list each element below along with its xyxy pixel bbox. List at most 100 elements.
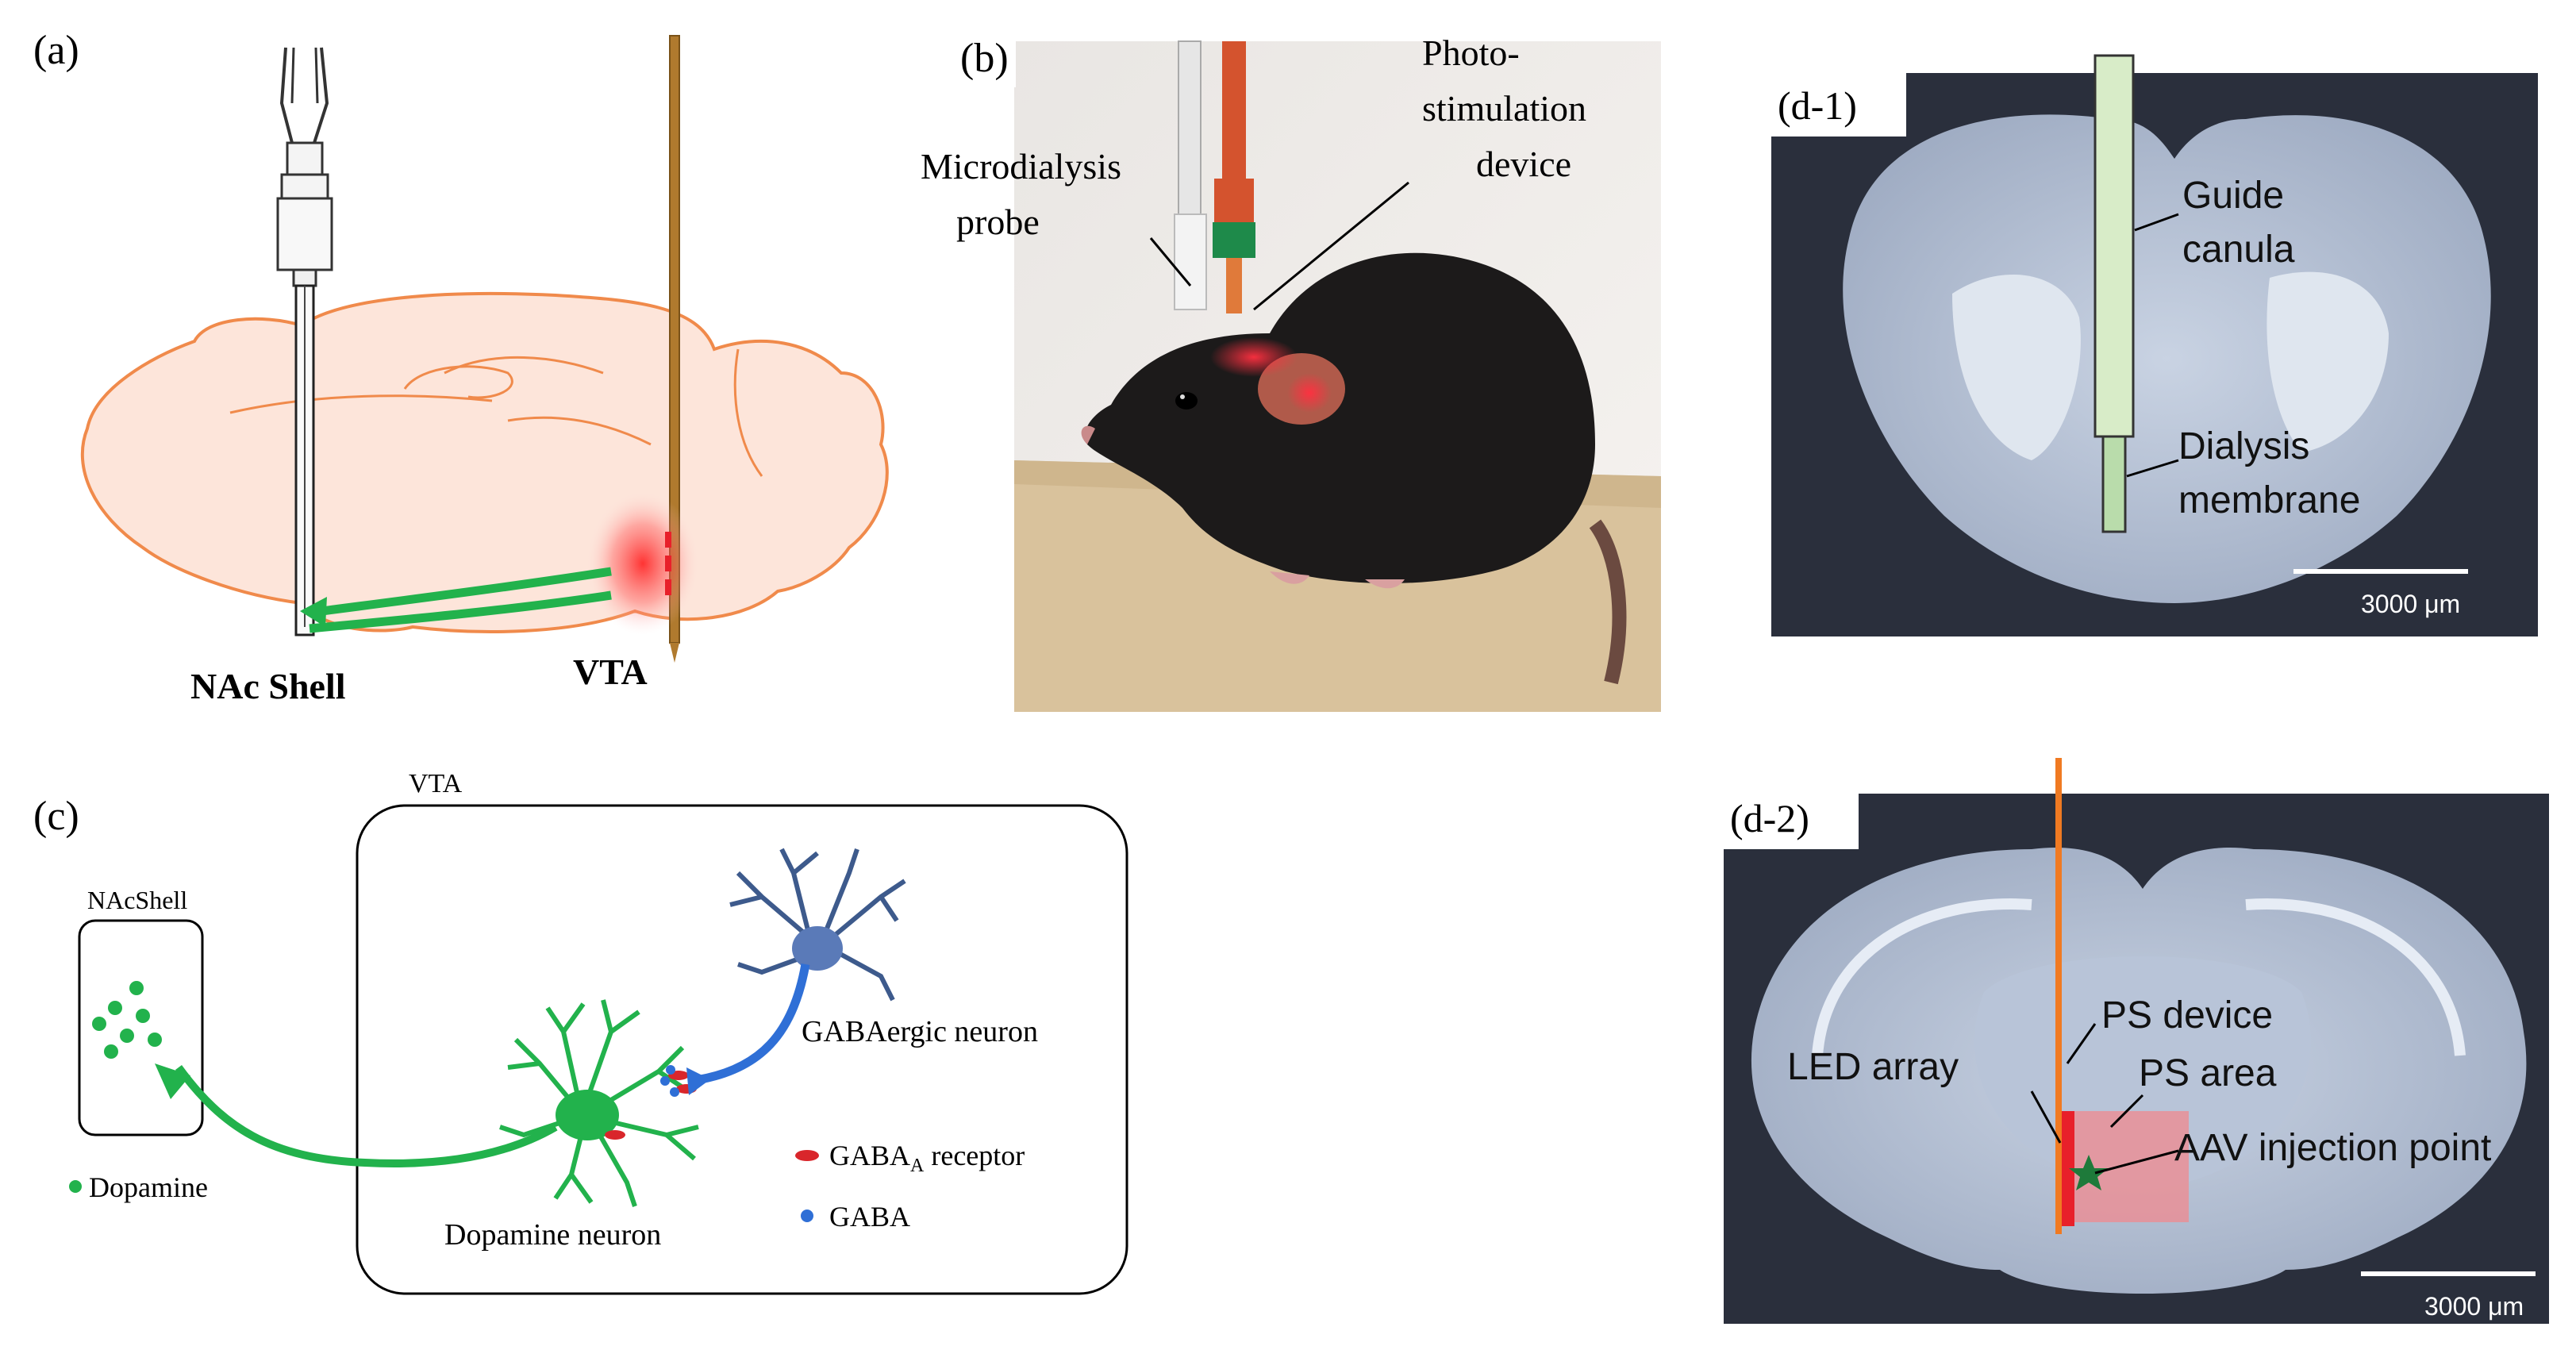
panel-d1-label: (d-1) [1778,83,1857,128]
nacshell-box [78,919,204,1136]
brain-fold [403,365,513,399]
scale-label-d1: 3000 μm [2361,590,2460,618]
aav-injection-star [2069,1155,2109,1190]
probe-arrow [1149,237,1192,287]
device-label-line3: device [1476,144,1571,184]
dopamine-neuron-soma [556,1090,619,1140]
membrane-label-line1: Dialysis [2178,425,2309,467]
mesolimbic-pathway-lower [309,590,612,633]
panel-d2-label: (d-2) [1730,796,1809,840]
microdialysis-probe-drawing [276,47,333,636]
panel-c: (c) VTA NAcShell [33,769,1128,1295]
mouse-nose [1081,425,1095,444]
dopamine-legend-label: Dopamine [89,1171,208,1203]
mouse-body [1085,252,1595,583]
brain-sagittal-outline [80,291,889,633]
probe-label-line1: Microdialysis [921,146,1121,187]
photo-device-cable [1222,41,1246,184]
gaba-legend-marker [801,1209,813,1222]
dopamine-dot [120,1029,134,1043]
receptor-legend-label: GABAA receptor [829,1140,1025,1176]
led-mark [665,579,671,595]
dopamine-dot [136,1009,150,1023]
gaba-dot [660,1076,670,1086]
fiber-tip [670,643,679,663]
brain-fold [733,348,763,477]
gaba-axon-terminal [686,1067,710,1095]
gaba-a-receptor [605,1130,625,1140]
device-arrow [1253,181,1409,311]
mouse-eye [1175,392,1198,410]
gabaergic-neuron [729,848,906,1002]
dopamine-axon [175,1065,558,1167]
led-array [2062,1111,2074,1226]
dopamine-neuron-label: Dopamine neuron [444,1218,661,1252]
guide-label-line1: Guide [2182,175,2284,217]
head-red-light [1210,337,1298,377]
ps-device-arrow [2066,1023,2097,1064]
dopamine-neuron [499,999,699,1207]
striatum-left [1952,275,2081,460]
vta-box [356,804,1128,1295]
led-mark [665,556,671,571]
photo-probe-tube [1178,40,1201,217]
panel-a: (a) N [33,28,889,706]
dopamine-dot [148,1033,162,1047]
dopamine-dot [108,1001,122,1015]
panel-c-label: (c) [33,794,79,839]
brain-fold [444,356,604,375]
mouse-tail [1589,519,1627,685]
coronal-slice-d1 [1843,114,2491,603]
vta-box-label: VTA [409,769,463,798]
dopamine-axon-terminal [155,1063,190,1099]
ps-device [2055,758,2062,1234]
hippocampus-right [2245,898,2466,1056]
probe-label-line2: probe [956,202,1040,242]
device-label-line1: Photo- [1422,33,1520,73]
device-label-line2: stimulation [1422,88,1586,129]
panel-b-label: (b) [960,36,1009,81]
led-array-label: LED array [1787,1046,1959,1088]
panel-d2: PS device LED array PS area AAV injectio… [1724,758,2549,1324]
membrane-label-line2: membrane [2178,479,2360,521]
mouse-paw [1365,579,1405,589]
guide-canula [2093,54,2135,438]
vta-label: VTA [573,652,648,692]
led-mark [665,532,671,548]
pathway-arrowhead [300,597,327,627]
hippocampus-left [1812,898,2032,1056]
photostimulation-glow [587,492,698,635]
nac-shell-label: NAc Shell [190,666,346,706]
dialysis-membrane [2101,435,2127,533]
striatum-right [2266,271,2389,452]
brain-fold [507,416,652,446]
gaba-dot [670,1087,679,1097]
gabaergic-neuron-label: GABAergic neuron [802,1015,1038,1048]
aav-arrow [2094,1149,2179,1175]
mesolimbic-pathway-upper [309,567,612,617]
panel-d1: Guide canula Dialysis membrane 3000 μm (… [1771,54,2538,636]
membrane-arrow [2126,459,2179,478]
gaba-legend-label: GABA [829,1201,910,1233]
panel-b: Microdialysis probe Photo- stimulation d… [921,32,1661,712]
aav-point-label: AAV injection point [2174,1127,2491,1169]
led-array-arrow [2030,1090,2062,1144]
mouse-paw [1270,571,1309,584]
guide-arrow [2134,213,2179,232]
scale-label-d2: 3000 μm [2424,1292,2524,1321]
guide-label-line2: canula [2182,229,2295,271]
ps-area-arrow [2109,1094,2144,1129]
gaba-axon [690,963,810,1086]
dopamine-legend-marker [69,1180,82,1193]
nacshell-box-label: NAcShell [87,886,187,914]
panel-a-label: (a) [33,28,79,73]
ps-device-label: PS device [2101,994,2273,1036]
gabaergic-neuron-soma [792,926,843,971]
dopamine-dot [129,981,144,995]
gaba-dot [666,1065,675,1075]
dopamine-dot [104,1044,118,1059]
ps-area-label: PS area [2139,1052,2277,1094]
dopamine-dot [92,1017,106,1031]
brain-fold [229,394,493,414]
